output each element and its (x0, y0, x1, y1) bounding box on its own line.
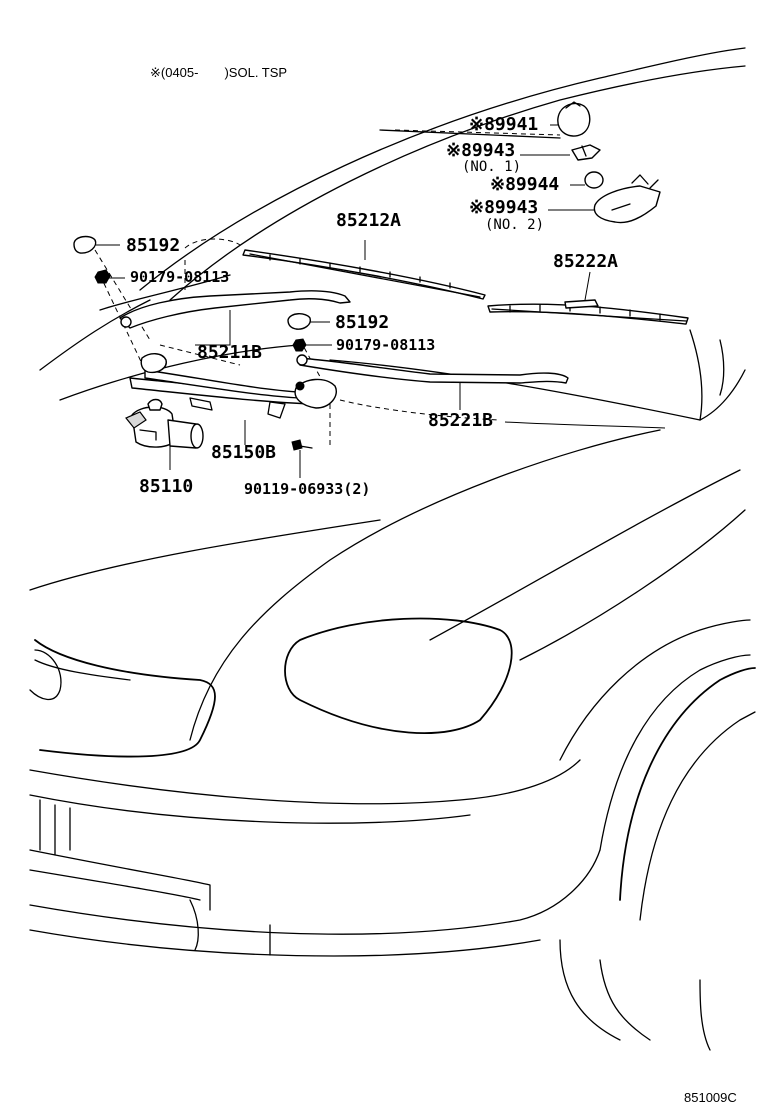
part-number-85212A[interactable]: 85212A (336, 210, 402, 231)
part-sub-no1: (NO. 1) (462, 159, 522, 175)
bracket-no2 (593, 174, 661, 224)
part-number-90179-lower[interactable]: 90179-08113 (336, 336, 436, 354)
part-number-85192-upper[interactable]: 85192 (126, 235, 181, 256)
part-number-89941[interactable]: ※89941 (469, 114, 539, 135)
part-number-89943-no2[interactable]: ※89943 (469, 197, 539, 218)
part-number-85192-lower[interactable]: 85192 (335, 312, 390, 333)
part-number-85110[interactable]: 85110 (139, 476, 194, 497)
nut-a (94, 269, 111, 284)
wiper-motor (125, 398, 204, 449)
figure-code: 851009C (684, 1090, 737, 1105)
part-number-85211B[interactable]: 85211B (197, 342, 263, 363)
part-number-89944[interactable]: ※89944 (490, 174, 560, 195)
part-number-90179-upper[interactable]: 90179-08113 (130, 268, 230, 286)
wiper-linkage (129, 353, 337, 419)
part-number-90119[interactable]: 90119-06933(2) (244, 480, 371, 498)
hose-clip-no1 (571, 144, 601, 161)
part-number-85222A[interactable]: 85222A (553, 251, 619, 272)
bolt (291, 439, 313, 451)
part-sub-no2: (NO. 2) (485, 217, 545, 233)
part-number-85150B[interactable]: 85150B (211, 442, 277, 463)
part-number-89943-no1[interactable]: ※89943 (446, 140, 516, 161)
wiper-arm-right (296, 354, 569, 384)
pivot-cap-a (73, 235, 97, 254)
applicability-note: ※(0405- )SOL. TSP (150, 65, 288, 80)
wiper-blade-left (242, 249, 486, 300)
nut-b (292, 338, 307, 352)
pivot-cap-b (287, 313, 311, 330)
wiper-blade-right (487, 299, 689, 325)
part-number-85221B[interactable]: 85221B (428, 410, 494, 431)
washer-nozzle-cap (557, 101, 591, 137)
wiper-arm-left (119, 290, 351, 329)
grommet (584, 171, 604, 189)
car-body-outline (29, 47, 756, 1051)
